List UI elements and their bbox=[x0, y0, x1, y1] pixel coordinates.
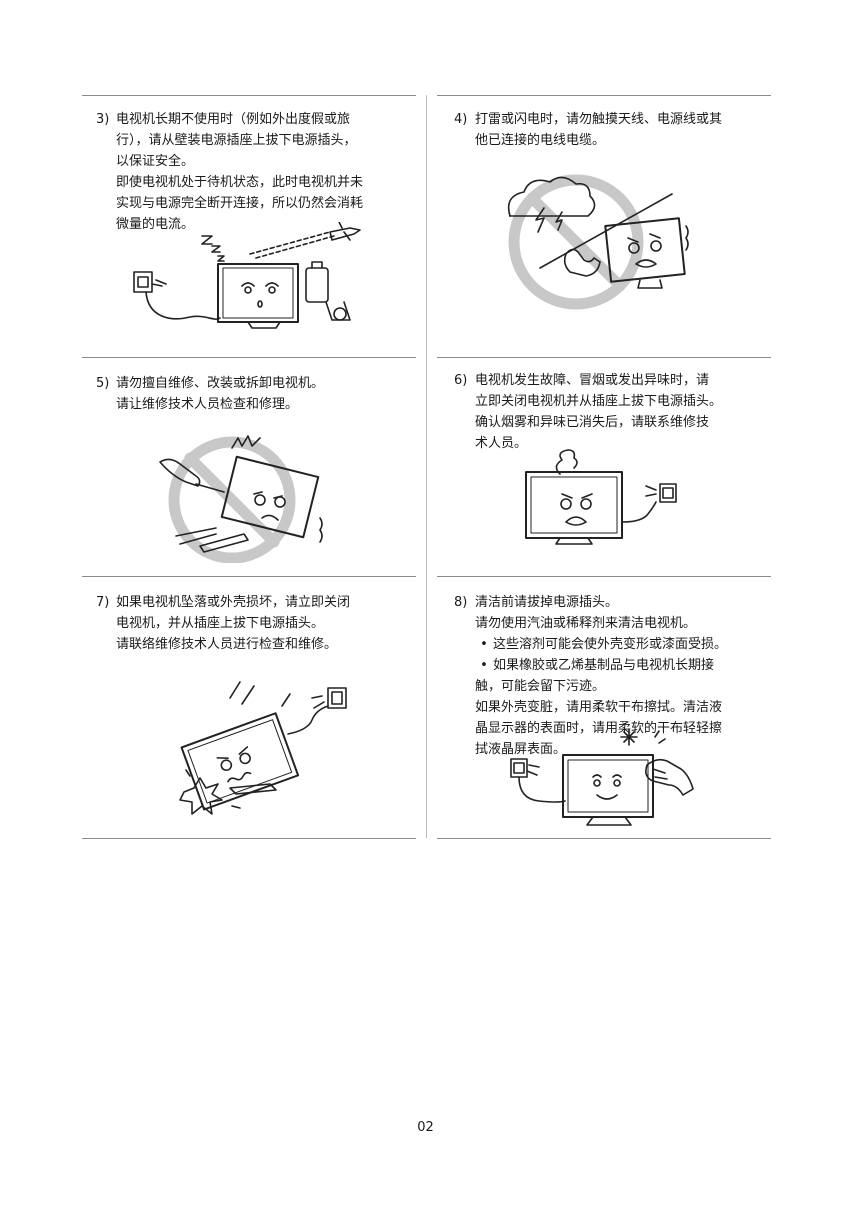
dropped-tv-unplug-icon bbox=[170, 676, 360, 821]
section-4-number: 4) bbox=[454, 112, 468, 127]
section-5-line: 请让维修技术人员检查和修理。 bbox=[116, 397, 299, 412]
section-8-number: 8) bbox=[454, 595, 468, 610]
section-6-number: 6) bbox=[454, 373, 468, 388]
section-7-number: 7) bbox=[96, 595, 110, 610]
bottom-rule-left bbox=[82, 838, 416, 839]
section-4-line: 他已连接的电线电缆。 bbox=[475, 133, 606, 148]
top-rule-right bbox=[437, 95, 771, 96]
no-disassembly-icon bbox=[150, 428, 350, 563]
row1-rule-left bbox=[82, 357, 416, 358]
top-rule-left bbox=[82, 95, 416, 96]
section-6-line: 立即关闭电视机并从插座上拔下电源插头。 bbox=[475, 394, 723, 409]
section-3-line: 实现与电源完全断开连接，所以仍然会消耗 bbox=[116, 196, 364, 211]
row2-rule-left bbox=[82, 576, 416, 577]
section-8-bullet: • 如果橡胶或乙烯基制品与电视机长期接 bbox=[475, 655, 784, 676]
section-3-text: 3) 电视机长期不使用时（例如外出度假或旅 行），请从壁装电源插座上拔下电源插头… bbox=[96, 109, 416, 235]
section-7-line: 电视机，并从插座上拔下电源插头。 bbox=[116, 616, 325, 631]
page-number: 02 bbox=[417, 1120, 434, 1135]
section-6-line: 确认烟雾和异味已消失后，请联系维修技 bbox=[475, 415, 710, 430]
section-4-line: 打雷或闪电时，请勿触摸天线、电源线或其 bbox=[475, 112, 723, 127]
section-5-line: 请勿擅自维修、改装或拆卸电视机。 bbox=[116, 376, 325, 391]
section-4-text: 4) 打雷或闪电时，请勿触摸天线、电源线或其 他已连接的电线电缆。 bbox=[454, 109, 774, 151]
section-5-text: 5) 请勿擅自维修、改装或拆卸电视机。 请让维修技术人员检查和修理。 bbox=[96, 373, 416, 415]
section-8-text: 8) 清洁前请拔掉电源插头。 请勿使用汽油或稀释剂来清洁电视机。 • 这些溶剂可能… bbox=[454, 592, 784, 760]
section-6-text: 6) 电视机发生故障、冒烟或发出异味时，请 立即关闭电视机并从插座上拔下电源插头… bbox=[454, 370, 774, 454]
row1-rule-right bbox=[437, 357, 771, 358]
section-3-line: 以保证安全。 bbox=[116, 154, 195, 169]
no-touch-during-lightning-icon bbox=[500, 168, 695, 318]
tv-sleeping-unplugged-icon bbox=[130, 222, 370, 334]
section-3-line: 电视机长期不使用时（例如外出度假或旅 bbox=[116, 112, 351, 127]
section-8-bullet-text: 如果橡胶或乙烯基制品与电视机长期接 bbox=[493, 658, 715, 673]
section-3-line: 微量的电流。 bbox=[116, 217, 195, 232]
column-divider bbox=[426, 95, 427, 838]
smoking-tv-unplug-icon bbox=[520, 448, 685, 553]
bottom-rule-right bbox=[437, 838, 771, 839]
section-7-line: 如果电视机坠落或外壳损坏，请立即关闭 bbox=[116, 595, 351, 610]
section-7-line: 请联络维修技术人员进行检查和维修。 bbox=[116, 637, 338, 652]
bullet-dot: • bbox=[480, 658, 488, 673]
section-5-number: 5) bbox=[96, 376, 110, 391]
section-8-line: 请勿使用汽油或稀释剂来清洁电视机。 bbox=[475, 616, 697, 631]
bullet-dot: • bbox=[480, 637, 488, 652]
section-6-line: 电视机发生故障、冒烟或发出异味时，请 bbox=[475, 373, 710, 388]
section-8-line: 拭液晶屏表面。 bbox=[475, 742, 567, 757]
section-8-bullet: • 这些溶剂可能会使外壳变形或漆面受损。 bbox=[475, 634, 784, 655]
section-8-line: 清洁前请拔掉电源插头。 bbox=[475, 595, 619, 610]
section-3-line: 行），请从壁装电源插座上拔下电源插头， bbox=[116, 133, 357, 148]
cleaning-tv-icon bbox=[505, 725, 700, 830]
section-7-text: 7) 如果电视机坠落或外壳损坏，请立即关闭 电视机，并从插座上拔下电源插头。 请… bbox=[96, 592, 416, 655]
section-3-line: 即使电视机处于待机状态，此时电视机并未 bbox=[116, 175, 364, 190]
section-8-line: 触，可能会留下污迹。 bbox=[475, 679, 606, 694]
section-3-number: 3) bbox=[96, 112, 110, 127]
section-8-line: 如果外壳变脏，请用柔软干布擦拭。清洁液 bbox=[475, 700, 723, 715]
section-6-line: 术人员。 bbox=[475, 436, 528, 451]
row2-rule-right bbox=[437, 576, 771, 577]
section-8-bullet-text: 这些溶剂可能会使外壳变形或漆面受损。 bbox=[493, 637, 728, 652]
section-8-line: 晶显示器的表面时，请用柔软的干布轻轻擦 bbox=[475, 721, 723, 736]
